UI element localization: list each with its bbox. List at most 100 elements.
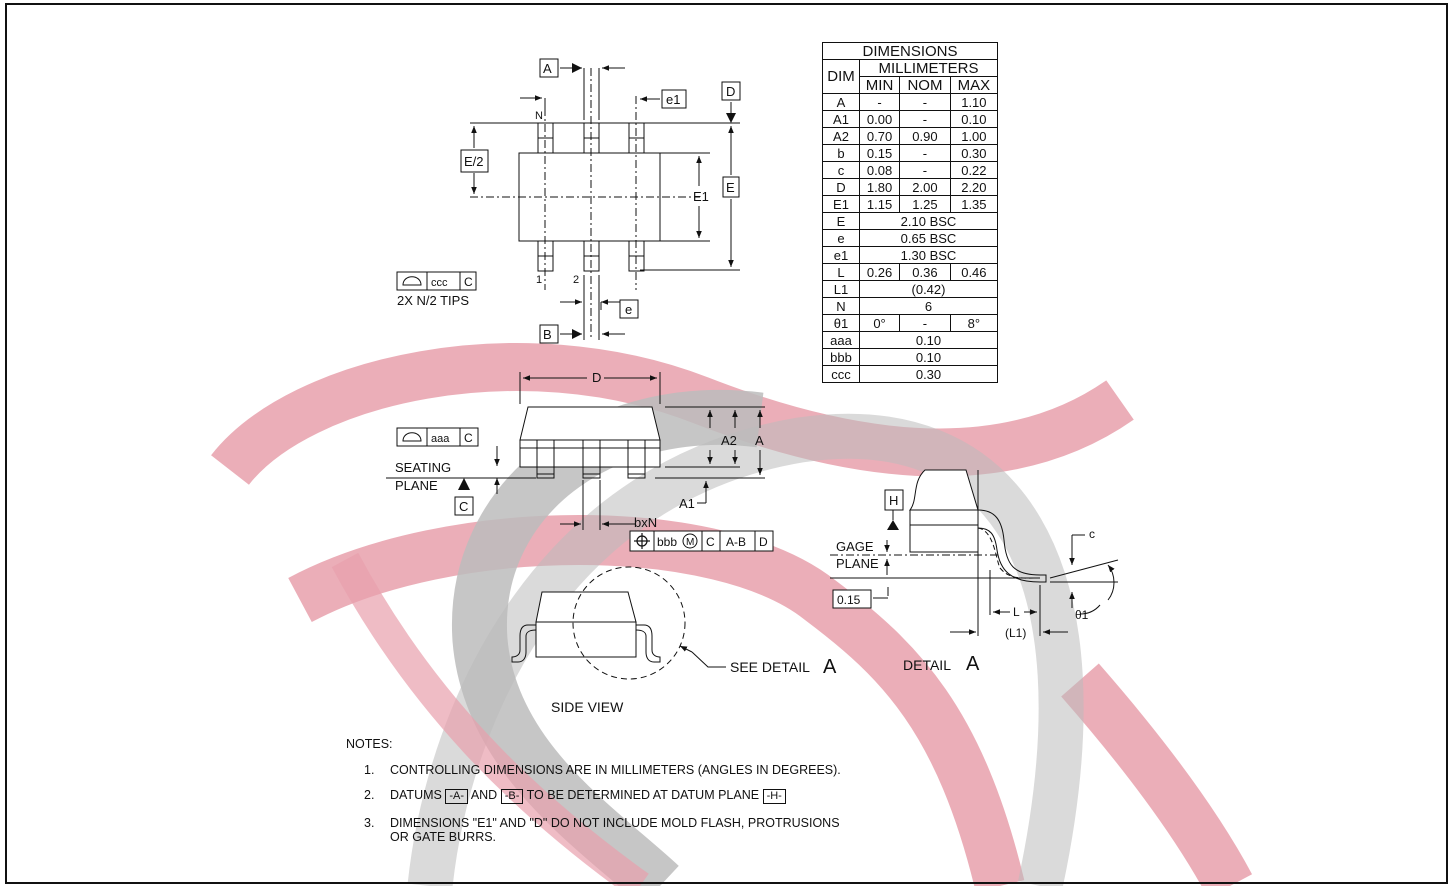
sheet-border [5, 3, 1448, 884]
value-cell: 2.00 [899, 178, 951, 196]
datum-box: -H- [762, 789, 786, 804]
detail-letter: A [966, 653, 980, 675]
min-header: MIN [858, 76, 901, 94]
note-text: CONTROLLING DIMENSIONS ARE IN MILLIMETER… [390, 763, 841, 777]
front-view [386, 372, 765, 530]
datum-d-label: D [726, 84, 735, 99]
value-cell: 0° [858, 314, 901, 332]
dim-cell: aaa [822, 331, 860, 349]
dimensions-table: DIMENSIONS DIM MILLIMETERS MIN NOM MAX A… [822, 42, 999, 383]
gage-label: GAGE [836, 539, 874, 554]
theta-label: θ1 [1075, 608, 1089, 622]
dim-cell: θ1 [822, 314, 860, 332]
value-cell: 0.26 [858, 263, 901, 281]
note-text: TO BE DETERMINED AT DATUM PLANE [526, 788, 760, 802]
notes-section: NOTES: 1. CONTROLLING DIMENSIONS ARE IN … [346, 737, 841, 844]
value-cell: 0.08 [858, 161, 901, 179]
pin-n-label: N [535, 110, 543, 122]
value-cell: 8° [949, 314, 999, 332]
dim-cell: A [822, 93, 860, 111]
note-number: 1. [364, 763, 375, 777]
notes-title: NOTES: [346, 737, 393, 751]
value-cell: 0.22 [949, 161, 999, 179]
value-cell: 1.80 [858, 178, 901, 196]
dim-cell: b [822, 144, 860, 162]
value-cell: 0.36 [899, 263, 951, 281]
value-cell: 2.10 BSC [859, 212, 998, 230]
dim-cell: D [822, 178, 860, 196]
pin-2-label: 2 [573, 274, 579, 286]
table-row: A--1.10 [822, 93, 999, 111]
note-number: 3. [364, 816, 375, 830]
a1-label: A1 [679, 496, 695, 511]
table-title: DIMENSIONS [822, 42, 998, 60]
position-icon [634, 533, 650, 549]
datum-h-label: H [889, 493, 898, 508]
value-cell: 0.46 [949, 263, 999, 281]
nom-header: NOM [899, 76, 951, 94]
gage-value-label: 0.15 [837, 593, 861, 607]
value-cell: 2.20 [949, 178, 999, 196]
value-cell: 0.10 [859, 331, 998, 349]
note-1: 1. CONTROLLING DIMENSIONS ARE IN MILLIME… [346, 763, 841, 777]
datum-a-label: A [543, 61, 552, 76]
datum-h-triangle [887, 520, 899, 530]
value-cell: (0.42) [859, 280, 998, 298]
value-cell: - [899, 314, 951, 332]
value-cell: 0.30 [949, 144, 999, 162]
value-cell: - [899, 93, 951, 111]
bbb-tol-label: bbb [657, 535, 677, 549]
pin-1-label: 1 [536, 274, 542, 286]
seating-plane-label: PLANE [395, 478, 438, 493]
dim-cell: e [822, 229, 860, 247]
dim-cell: c [822, 161, 860, 179]
bxn-label: bxN [634, 515, 657, 530]
bbb-datum-ab: A-B [726, 535, 746, 549]
value-cell: 1.10 [949, 93, 999, 111]
mmc-modifier-icon [682, 533, 698, 549]
dim-cell: A2 [822, 127, 860, 145]
detail-label: DETAIL [903, 657, 951, 673]
value-cell: - [899, 144, 951, 162]
datum-box: -B- [500, 789, 524, 804]
gage-plane-label: PLANE [836, 556, 879, 571]
value-cell: 1.35 [949, 195, 999, 213]
l-lead-label: L [1013, 605, 1020, 619]
aaa-tol-label: aaa [431, 433, 450, 445]
note-2: 2. DATUMS -A- AND -B- TO BE DETERMINED A… [346, 788, 841, 804]
value-cell: 1.00 [949, 127, 999, 145]
tips-label: 2X N/2 TIPS [397, 293, 469, 308]
note-text: AND [470, 788, 498, 802]
table-row: L1(0.42) [822, 280, 998, 298]
a2-label: A2 [721, 433, 737, 448]
max-header: MAX [949, 76, 999, 94]
ccc-datum-label: C [464, 275, 473, 289]
dim-column-header: DIM [822, 59, 860, 94]
a-label: A [755, 433, 764, 448]
value-cell: - [899, 110, 951, 128]
seating-label: SEATING [395, 460, 451, 475]
value-cell: 1.25 [899, 195, 951, 213]
note-number: 2. [364, 788, 375, 802]
unit-header: MILLIMETERS [859, 59, 998, 77]
profile-surface-icon [402, 276, 422, 286]
note-3: 3. DIMENSIONS "E1" AND "D" DO NOT INCLUD… [346, 816, 841, 844]
c-lead-label: c [1089, 527, 1095, 541]
datum-box: -A- [445, 789, 469, 804]
datum-b-triangle [572, 329, 582, 339]
dim-cell: N [822, 297, 860, 315]
e1-body-label: E1 [693, 189, 709, 204]
value-cell: 0.65 BSC [859, 229, 998, 247]
